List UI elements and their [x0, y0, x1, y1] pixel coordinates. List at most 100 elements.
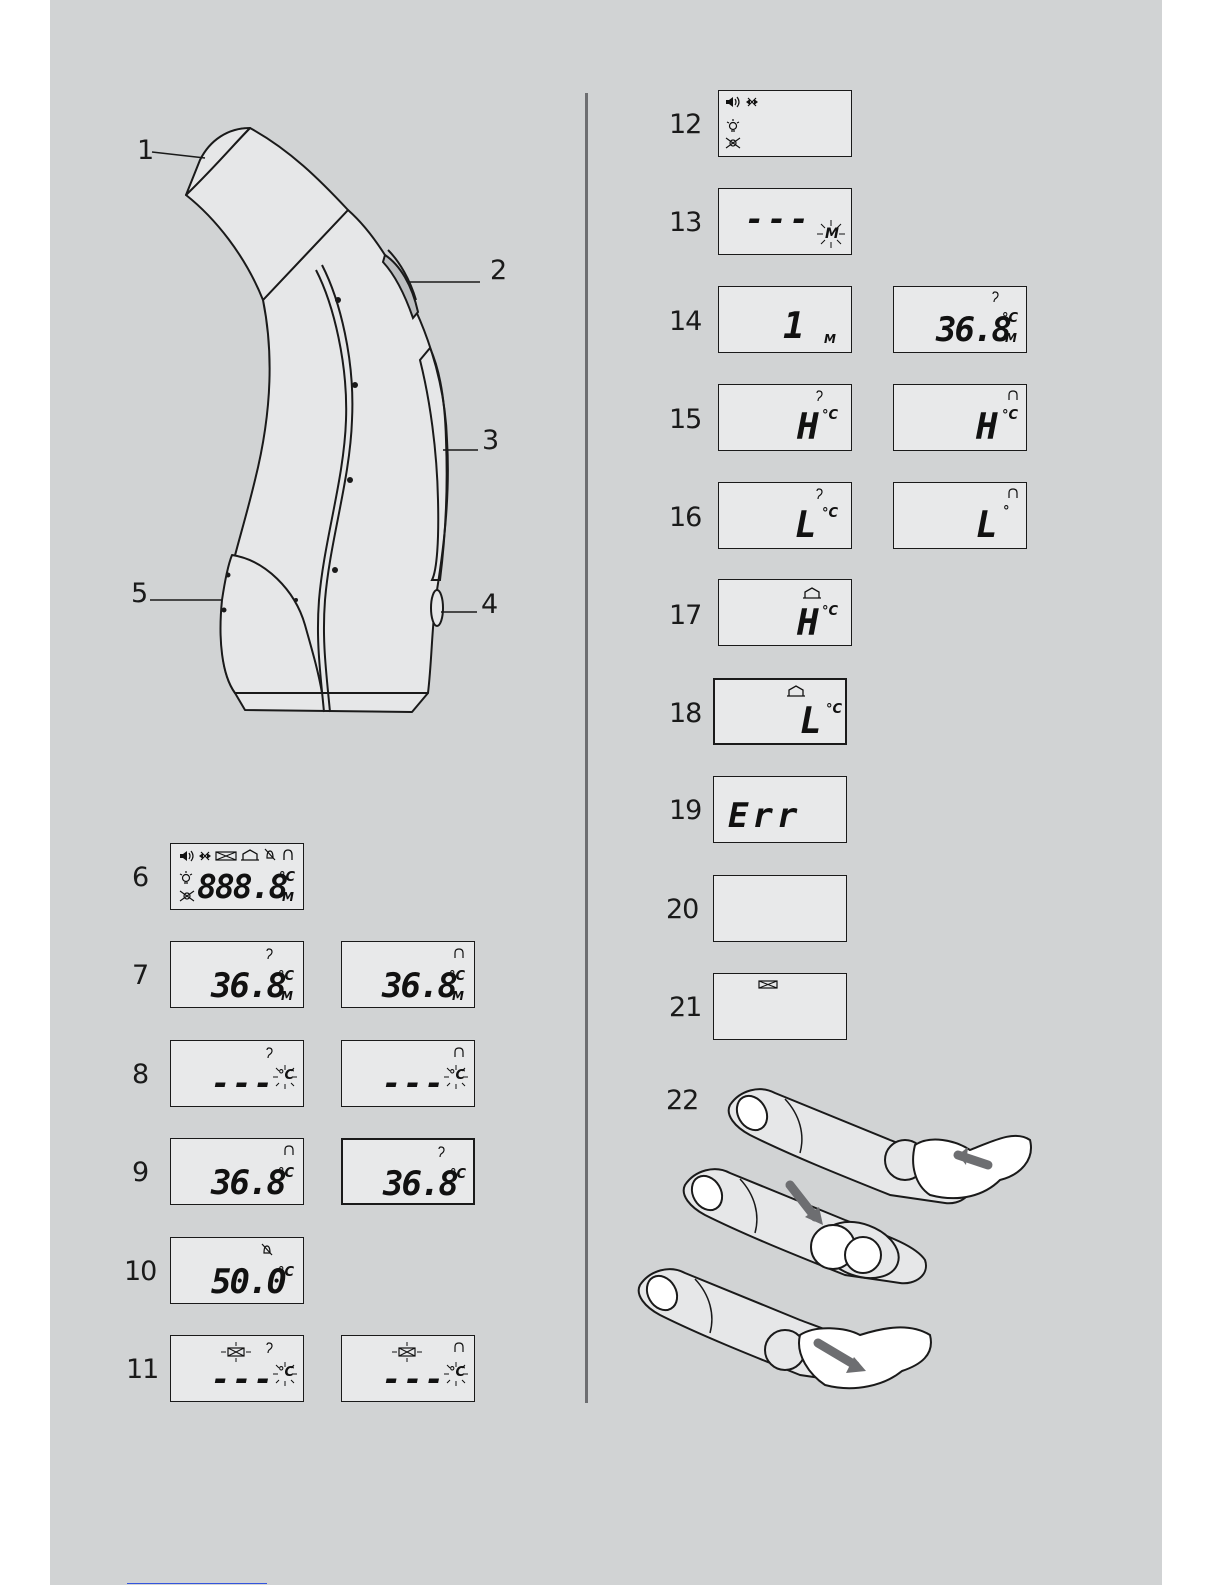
temperature-reading: 50.0: [211, 1265, 285, 1299]
mute-icon: [198, 851, 212, 861]
lcd-display-low-battery-ear: --- °C: [170, 1335, 304, 1402]
lcd-display-ambient-low: L °C: [713, 678, 847, 745]
error-message: Err: [728, 799, 801, 833]
lcd-display-error: Err: [713, 776, 847, 843]
unit-label: °C: [450, 1168, 466, 1181]
lcd-display-ear-result: 36.8 °C: [341, 1138, 475, 1205]
temperature-reading: 36.8: [383, 1167, 457, 1201]
unit-label: °C: [278, 970, 294, 983]
mute-icon: [745, 97, 759, 107]
figure-label: 20: [666, 896, 698, 923]
unit-label: °C: [822, 605, 838, 618]
figure-label: 13: [669, 209, 701, 236]
memory-label: M: [452, 990, 464, 1002]
figure-label: 2: [490, 257, 506, 284]
memory-label: M: [1005, 332, 1017, 344]
lcd-display-muted-reading: 50.0 °C: [170, 1237, 304, 1304]
temperature-reading: 36.8: [936, 313, 1010, 347]
figure-label: 12: [669, 111, 701, 138]
lcd-display-battery-empty: [713, 973, 847, 1040]
backlight-on-icon: [179, 870, 193, 884]
unit-label: °C: [1002, 312, 1018, 325]
unit-label: °C: [278, 1167, 294, 1180]
figure-label: 21: [669, 994, 701, 1021]
unit-label: °: [1003, 505, 1010, 518]
home-icon: [803, 587, 821, 599]
figure-label: 1: [137, 137, 153, 164]
figure-label: 10: [124, 1258, 156, 1285]
battery-icon: [758, 980, 778, 989]
ear-icon: [264, 948, 274, 960]
footer-link-underline: [127, 1583, 267, 1584]
lcd-display-low-battery-forehead: --- °C: [341, 1335, 475, 1402]
lcd-display-ear-reading: 36.8 °C M: [170, 941, 304, 1008]
unit-label: °C: [449, 1366, 465, 1379]
temperature-reading: 36.8: [211, 1166, 285, 1200]
lcd-display-blank: [713, 875, 847, 942]
lcd-display-high-ear: H °C: [718, 384, 852, 451]
temperature-reading: H: [797, 410, 819, 446]
backlight-on-icon: [726, 118, 740, 132]
crossed-bell-icon: [261, 1243, 273, 1256]
memory-label: M: [824, 333, 836, 345]
speaker-icon: [725, 96, 741, 108]
lcd-display-low-ear: L °C: [718, 482, 852, 549]
thermometer-illustration: [0, 0, 600, 760]
figure-label: 5: [131, 580, 147, 607]
memory-label: M: [282, 891, 294, 903]
figure-label: 17: [669, 602, 701, 629]
figure-label: 6: [132, 864, 148, 891]
temperature-reading: ---: [382, 1363, 446, 1395]
temperature-reading: ---: [211, 1067, 275, 1099]
forehead-icon: [453, 1342, 465, 1353]
temperature-reading: L: [795, 508, 817, 544]
home-icon: [787, 685, 805, 697]
lcd-display-forehead-reading: 36.8 °C M: [341, 941, 475, 1008]
forehead-icon: [1007, 488, 1019, 499]
temperature-reading: 1: [783, 309, 805, 345]
temperature-reading: 36.8: [211, 969, 285, 1003]
unit-label: °C: [278, 1366, 294, 1379]
figure-label: 3: [482, 427, 498, 454]
figure-label: 9: [132, 1159, 148, 1186]
ear-icon: [264, 1047, 274, 1059]
unit-label: °C: [449, 970, 465, 983]
unit-label: °C: [278, 1069, 294, 1082]
lcd-display-high-forehead: H °C: [893, 384, 1027, 451]
temperature-reading: ---: [745, 203, 812, 235]
unit-label: °C: [826, 703, 842, 716]
temperature-reading: 36.8: [382, 969, 456, 1003]
forehead-icon: [453, 948, 465, 959]
ear-icon: [814, 488, 824, 500]
forehead-icon: [281, 849, 295, 861]
ear-icon: [264, 1342, 274, 1354]
battery-replacement-illustration: [630, 1075, 1050, 1415]
unit-label: °C: [1002, 409, 1018, 422]
lcd-display-memory-value: 36.8 °C M: [893, 286, 1027, 353]
lcd-display-ear-ready: --- °C: [170, 1040, 304, 1107]
figure-label: 11: [126, 1356, 158, 1383]
unit-label: °C: [279, 871, 295, 884]
forehead-icon: [1007, 390, 1019, 401]
temperature-reading: 888.8: [197, 870, 286, 903]
ear-icon: [990, 291, 1000, 303]
figure-label: 16: [669, 504, 701, 531]
lcd-display-ambient-high: H °C: [718, 579, 852, 646]
backlight-off-icon: [179, 890, 195, 902]
forehead-icon: [283, 1145, 295, 1156]
crossed-bell-icon: [264, 848, 276, 861]
temperature-reading: L: [976, 508, 998, 544]
battery-icon: [215, 851, 237, 861]
lcd-display-memory-recall: --- M: [718, 188, 852, 255]
memory-label: M: [281, 990, 293, 1002]
temperature-reading: L: [800, 704, 822, 740]
lcd-display-low-forehead: L °: [893, 482, 1027, 549]
lcd-display-settings: [718, 90, 852, 157]
temperature-reading: H: [797, 606, 819, 642]
backlight-off-icon: [725, 137, 741, 149]
lcd-display-all-segments: 888.8 °C M: [170, 843, 304, 910]
battery-remove-step: [639, 1269, 931, 1388]
temperature-reading: ---: [382, 1067, 446, 1099]
figure-label: 19: [669, 797, 701, 824]
forehead-icon: [453, 1047, 465, 1058]
